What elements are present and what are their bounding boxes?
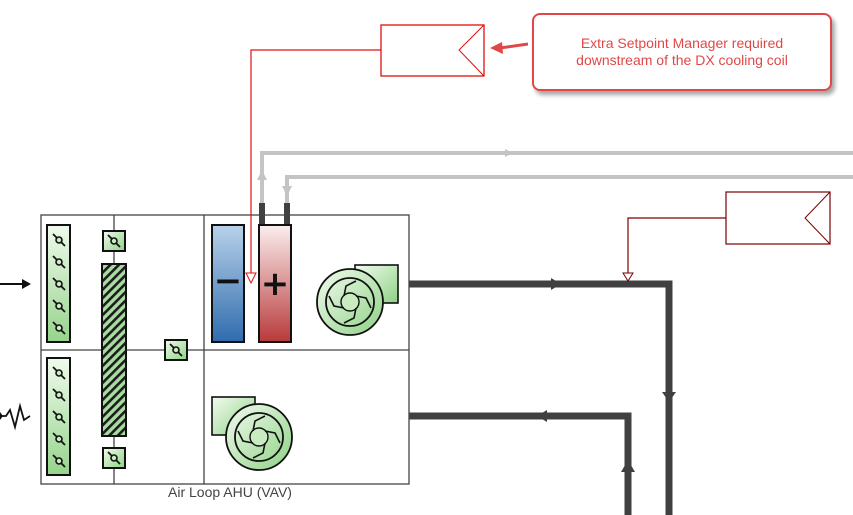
existing-setpoint-manager[interactable] [622, 191, 831, 282]
heating-coil-plus-icon: + [261, 264, 290, 304]
damper-top[interactable] [102, 230, 126, 252]
setpoint-node-link [627, 217, 726, 274]
flow-arrow-right-icon [505, 149, 513, 157]
outdoor-air-damper-bank[interactable] [46, 224, 71, 343]
setpoint-node-marker-icon [622, 272, 634, 282]
outdoor-air-inlet [0, 279, 31, 289]
callout-arrow-icon [490, 42, 529, 54]
flow-arrow-left-icon [537, 410, 547, 422]
air-loop-label: Air Loop AHU (VAV) [168, 484, 292, 500]
setpoint-node-marker-icon [245, 272, 257, 285]
flow-arrow-up-icon [257, 170, 267, 180]
return-air-duct[interactable] [409, 412, 632, 515]
recirculation-damper[interactable] [164, 339, 188, 361]
annotation-callout: Extra Setpoint Manager required downstre… [532, 13, 832, 91]
hot-water-loop [257, 149, 853, 225]
setpoint-node-link [250, 49, 381, 274]
setpoint-manager-icon [458, 24, 485, 77]
damper-bottom[interactable] [102, 447, 126, 469]
flow-arrow-up-icon [621, 460, 635, 472]
flow-arrow-down-icon [282, 186, 292, 196]
water-supply-line[interactable] [260, 151, 853, 205]
heat-exchanger[interactable] [101, 263, 127, 437]
callout-text-line2: downstream of the DX cooling coil [576, 52, 788, 68]
supply-air-duct[interactable] [409, 280, 673, 515]
return-fan[interactable] [211, 396, 293, 471]
air-ducts [409, 278, 676, 515]
callout-text-line1: Extra Setpoint Manager required [580, 35, 784, 51]
cooling-coil-minus-icon: − [214, 261, 243, 301]
relief-air-damper-bank[interactable] [46, 357, 71, 476]
coil-water-inlet-stub [259, 203, 265, 225]
new-setpoint-manager[interactable] [245, 24, 485, 285]
dx-cooling-coil[interactable]: − [211, 224, 245, 343]
arrow-right-icon [22, 279, 31, 289]
relief-air-outlet-icon [0, 402, 31, 431]
flow-arrow-right-icon [551, 278, 561, 290]
flow-arrow-down-icon [662, 392, 676, 402]
coil-water-outlet-stub [284, 203, 290, 225]
supply-fan[interactable] [316, 264, 399, 336]
setpoint-manager-icon [804, 191, 831, 245]
heating-coil[interactable]: + [258, 224, 292, 343]
